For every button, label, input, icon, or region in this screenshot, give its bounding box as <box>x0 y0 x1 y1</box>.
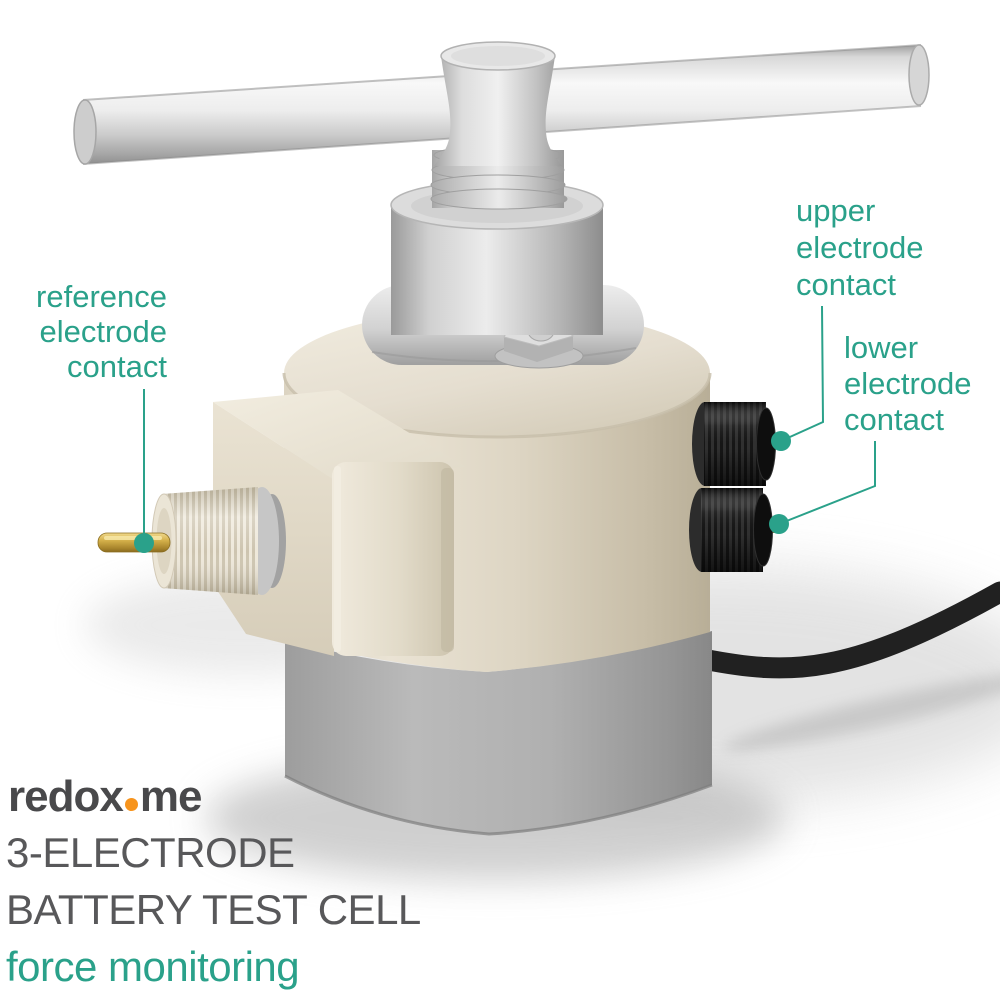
label-line: lower <box>844 330 919 365</box>
logo-text-me: me <box>139 772 203 821</box>
label-lower-electrode-contact: lower electrode contact <box>844 330 972 438</box>
label-line: contact <box>844 402 944 437</box>
label-line: contact <box>796 267 896 302</box>
product-title-block: 3-ELECTRODE BATTERY TEST CELL force moni… <box>6 824 421 995</box>
leader-dot-reference <box>134 533 154 553</box>
power-cable <box>692 581 1000 679</box>
product-title-line-2: BATTERY TEST CELL <box>6 886 421 933</box>
leader-line-lower <box>778 441 876 525</box>
label-line: electrode <box>39 314 167 349</box>
lower-contact-knob <box>689 488 781 572</box>
reference-pin <box>97 532 171 553</box>
leader-dot-upper <box>771 431 791 451</box>
product-subtitle: force monitoring <box>6 943 300 990</box>
clamp-post <box>434 41 562 166</box>
label-line: contact <box>67 349 167 384</box>
upper-contact-knob <box>692 402 783 486</box>
leader-dot-lower <box>769 514 789 534</box>
logo-dot-icon <box>124 798 138 811</box>
leader-line-upper <box>780 305 825 442</box>
reference-fitting <box>151 487 286 595</box>
label-upper-electrode-contact: upper electrode contact <box>796 192 924 303</box>
label-line: reference <box>36 279 167 314</box>
product-title-line-1: 3-ELECTRODE <box>6 829 295 876</box>
label-line: electrode <box>796 230 924 265</box>
logo-text-redox: redox <box>8 772 124 821</box>
label-line: upper <box>796 193 876 228</box>
label-reference-electrode-contact: reference electrode contact <box>0 279 167 384</box>
steel-base <box>284 631 713 836</box>
label-line: electrode <box>844 366 972 401</box>
